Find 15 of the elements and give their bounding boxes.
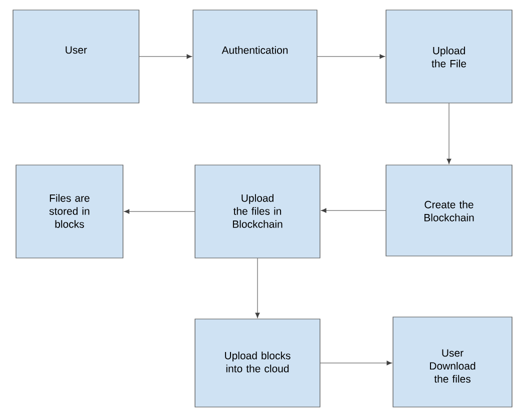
arrow [446, 103, 452, 164]
process-box: User Download the files [392, 316, 512, 408]
process-box: Upload the File [386, 10, 512, 104]
arrow [321, 208, 386, 213]
process-box: Upload the files in Blockchain [194, 164, 320, 258]
arrow [255, 258, 260, 318]
process-box: Upload blocks into the cloud [194, 318, 320, 408]
arrow [139, 54, 192, 59]
process-box: Create the Blockchain [386, 164, 512, 256]
arrow [124, 209, 195, 214]
process-box: User [12, 10, 140, 104]
process-box: Files are stored in blocks [16, 164, 124, 258]
arrow [317, 54, 386, 59]
process-box: Authentication [192, 10, 318, 104]
arrow [320, 360, 392, 366]
